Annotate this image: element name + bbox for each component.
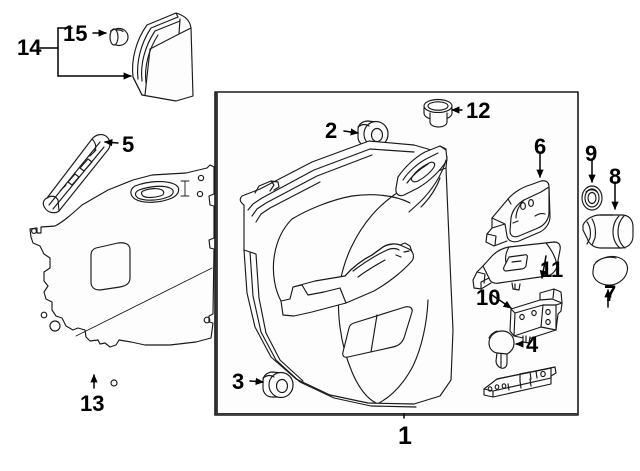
callout-14[interactable]: 14 (17, 35, 42, 60)
part-water-deflector-shield (29, 164, 215, 387)
part-lower-trim-rail (483, 366, 557, 398)
callout-2[interactable]: 2 (325, 118, 338, 143)
callout-5[interactable]: 5 (122, 132, 135, 157)
part-window-switch-assembly (509, 288, 563, 344)
part-screw-cover-plug (423, 98, 453, 128)
callout-13[interactable]: 13 (80, 391, 105, 416)
part-rear-quarter-trim-panel (132, 12, 194, 102)
callout-4[interactable]: 4 (526, 332, 539, 357)
callout-12[interactable]: 12 (466, 98, 491, 123)
part-door-pull-handle-grip (582, 214, 634, 249)
part-upper-pillar-trim-molding (42, 133, 111, 214)
callout-8[interactable]: 8 (609, 164, 622, 189)
leader-lines (39, 27, 619, 419)
callout-1[interactable]: 1 (398, 422, 412, 450)
part-retainer-clip-lower (262, 371, 294, 399)
callout-7[interactable]: 7 (604, 281, 617, 306)
part-switch-cover-cap (592, 255, 629, 286)
part-quarter-trim-retainer-clip (109, 27, 129, 47)
callout-10[interactable]: 10 (476, 285, 501, 310)
part-door-handle-bezel (485, 180, 551, 247)
callout-15[interactable]: 15 (63, 21, 88, 46)
callout-9[interactable]: 9 (585, 141, 598, 166)
part-main-door-trim-panel (239, 140, 454, 408)
callout-6[interactable]: 6 (534, 134, 547, 159)
part-grommet-seal (581, 185, 603, 211)
callout-3[interactable]: 3 (232, 369, 245, 394)
part-retainer-clip-upper (357, 120, 389, 148)
part-push-pin-fastener (488, 330, 515, 369)
callout-11[interactable]: 11 (540, 257, 564, 282)
